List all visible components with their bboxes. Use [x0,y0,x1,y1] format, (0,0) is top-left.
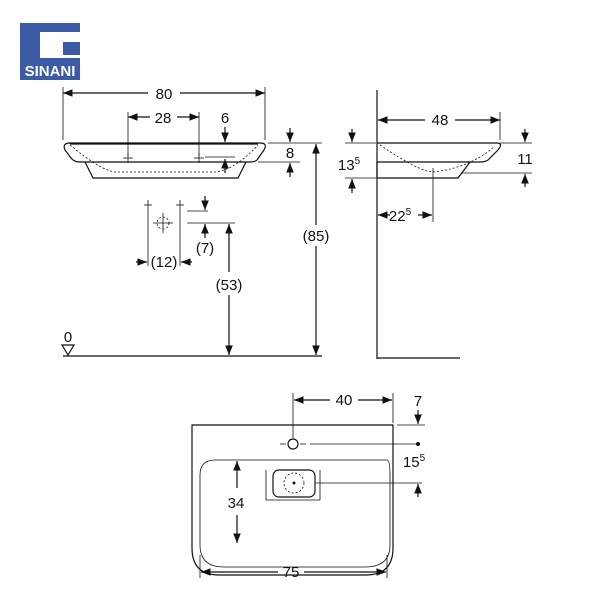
dim-tap-spacing: 28 [155,110,172,127]
tap-marker [194,153,204,163]
dim-hole-offset: (7) [196,240,214,257]
dim-hole-spacing: (12) [151,254,178,271]
drain-cover [272,469,316,498]
side-view: 48 135 11 225 [338,90,533,359]
dim-width-80: 80 [156,86,173,103]
front-view: 80 28 6 8 (12) (7) [60,86,330,357]
logo-text: SINANI [25,63,76,80]
dim-total-height: (85) [303,228,330,245]
dim-rim-height: 8 [286,145,294,162]
logo-mark [40,32,80,58]
floor-level-icon [60,344,76,357]
dim-tap-offset-x: 40 [336,392,353,409]
dim-height-b: 11 [517,151,533,168]
bowl-outline [199,459,391,568]
drain-grid [283,472,305,494]
top-outline [191,424,394,576]
basin-rim [63,142,266,163]
tap-marker [123,153,133,163]
dim-drain-offset: 225 [389,207,412,225]
tap-hole [287,438,299,450]
dim-drain-offset-y: 155 [403,453,426,471]
dim-depth: 48 [432,112,449,129]
sinani-logo: SINANI [20,23,80,80]
basin-body [84,161,247,179]
dim-bowl-depth: 34 [228,495,245,512]
hole-marker [176,200,184,266]
hole-marker [144,200,152,266]
dim-height-a: 135 [338,156,361,174]
dim-tap-offset-y: 7 [414,393,422,410]
dim-bowl-width: 75 [283,564,300,581]
dim-hole-height: (53) [216,277,243,294]
floor-level-label: 0 [64,329,72,346]
dim-tap-offset: 6 [221,110,229,127]
side-basin-rim [377,142,502,163]
top-view: 40 7 155 34 75 [191,392,426,581]
drain-recess [265,470,321,501]
